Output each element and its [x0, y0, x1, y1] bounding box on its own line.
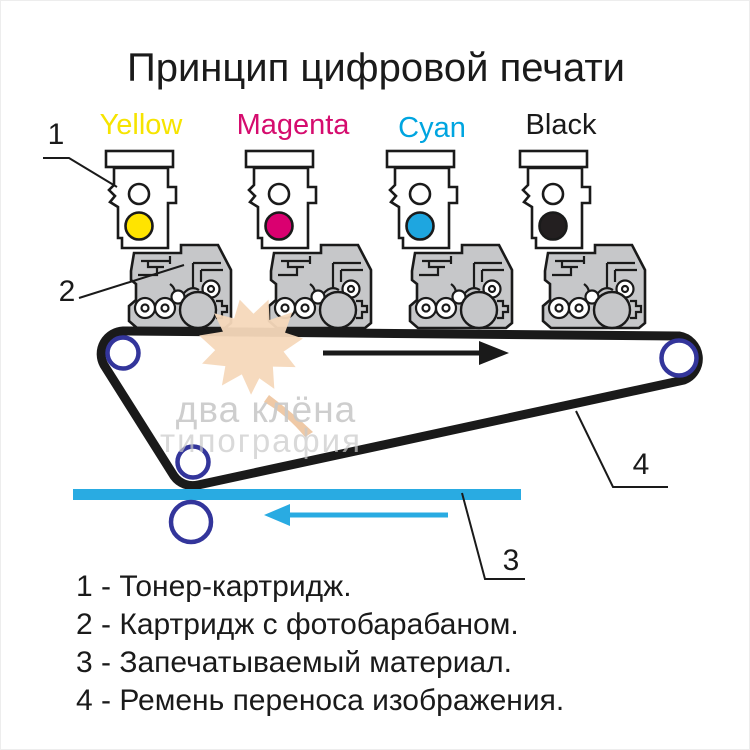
legend-line-4: 4 - Ремень переноса изображения.	[76, 684, 564, 717]
cartridge-unit-yellow	[104, 149, 233, 330]
callout-4: 4	[633, 448, 650, 481]
watermark: два клёна типография	[160, 299, 362, 459]
callout-3: 3	[503, 544, 520, 577]
cartridge-unit-black	[518, 149, 647, 330]
legend: 1 - Тонер-картридж. 2 - Картридж с фотоб…	[76, 570, 564, 717]
cartridge-label-yellow: Yellow	[100, 109, 184, 141]
belt-roller-left	[105, 335, 141, 371]
belt-roller-right	[659, 338, 699, 378]
callout-1-leader	[43, 157, 118, 188]
cartridge-unit-magenta	[244, 149, 373, 330]
cartridge-label-magenta: Magenta	[237, 109, 351, 141]
legend-line-1: 1 - Тонер-картридж.	[76, 570, 352, 603]
legend-line-2: 2 - Картридж с фотобарабаном.	[76, 608, 519, 641]
callout-3-leader	[461, 492, 525, 580]
belt-roller-bottom	[175, 444, 211, 480]
callout-2-leader	[78, 264, 185, 299]
callout-1: 1	[48, 118, 65, 151]
maple-leaf-icon	[199, 299, 303, 395]
cartridge-label-black: Black	[526, 109, 597, 141]
print-material-line	[73, 489, 521, 500]
pressure-roller	[168, 499, 214, 545]
maple-leaf-stem	[264, 395, 313, 437]
page-title: Принцип цифровой печати	[127, 46, 625, 90]
cartridge-label-cyan: Cyan	[398, 112, 466, 144]
material-direction-arrow-icon	[264, 504, 448, 526]
watermark-title: два клёна	[176, 389, 356, 430]
watermark-subtitle: типография	[160, 422, 362, 459]
callout-4-leader	[575, 410, 668, 488]
legend-line-3: 3 - Запечатываемый материал.	[76, 646, 512, 679]
cartridge-unit-cyan	[385, 149, 514, 330]
belt-direction-arrow-icon	[323, 341, 509, 365]
callout-2: 2	[59, 275, 76, 308]
